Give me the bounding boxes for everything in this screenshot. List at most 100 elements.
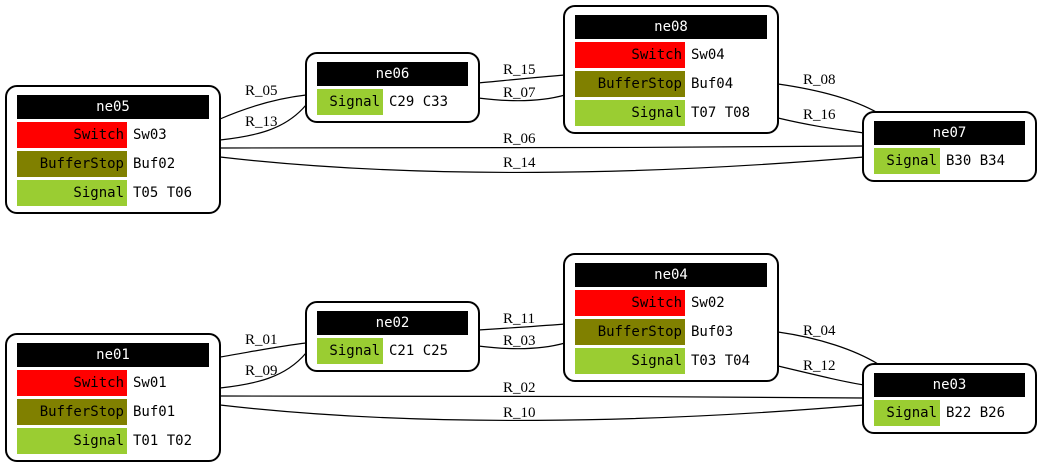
switch-tag: Switch: [575, 42, 685, 68]
edge-r_05[interactable]: R_05: [219, 83, 307, 120]
node-title: ne08: [575, 15, 767, 39]
edge-line: [219, 404, 865, 422]
row-value: Buf04: [691, 76, 734, 92]
bufferstop-tag: BufferStop: [17, 399, 127, 425]
edge-r_10[interactable]: R_10: [219, 404, 865, 422]
edge-line: [477, 342, 566, 350]
node-row: Switch Sw03: [17, 122, 209, 148]
edge-label: R_08: [803, 72, 836, 88]
signal-tag: Signal: [874, 400, 940, 426]
edge-r_03[interactable]: R_03: [477, 333, 566, 350]
edge-line: [477, 323, 566, 331]
edge-line: [219, 352, 307, 389]
edge-r_02[interactable]: R_02: [219, 380, 865, 399]
edge-line: [777, 365, 865, 386]
row-value: Sw03: [133, 127, 167, 143]
edge-label: R_01: [245, 332, 278, 348]
node-title: ne02: [317, 311, 468, 335]
signal-tag: Signal: [17, 428, 127, 454]
node-row: Signal C21 C25: [317, 338, 468, 364]
edge-label: R_04: [803, 323, 836, 339]
signal-tag: Signal: [874, 148, 940, 174]
edge-label: R_12: [803, 358, 836, 374]
switch-tag: Switch: [17, 370, 127, 396]
row-value: T07 T08: [691, 105, 751, 121]
edge-r_13[interactable]: R_13: [219, 104, 307, 141]
row-value: C21 C25: [389, 343, 449, 359]
edge-line: [219, 342, 307, 358]
edge-label: R_11: [503, 311, 535, 327]
edge-label: R_06: [503, 131, 536, 147]
edge-label: R_14: [503, 155, 536, 171]
edge-label: R_02: [503, 380, 536, 396]
edge-label: R_15: [503, 62, 536, 78]
row-value: Buf01: [133, 404, 176, 420]
edge-line: [219, 156, 865, 174]
edge-r_14[interactable]: R_14: [219, 155, 865, 174]
node-row: Switch Sw04: [575, 42, 767, 68]
row-value: T03 T04: [691, 353, 751, 369]
row-value: Buf02: [133, 156, 176, 172]
row-value: Buf03: [691, 324, 734, 340]
signal-tag: Signal: [575, 348, 685, 374]
node-title: ne05: [17, 95, 209, 119]
edge-line: [219, 94, 307, 120]
edge-r_12[interactable]: R_12: [777, 358, 865, 386]
signal-tag: Signal: [317, 338, 383, 364]
signal-tag: Signal: [17, 180, 127, 206]
edge-line: [777, 83, 879, 114]
node-row: Signal T01 T02: [17, 428, 209, 454]
row-value: Sw01: [133, 375, 167, 391]
edge-line: [219, 145, 865, 149]
row-value: Sw04: [691, 47, 725, 63]
bufferstop-tag: BufferStop: [575, 71, 685, 97]
edge-line: [777, 331, 879, 365]
edge-label: R_07: [503, 85, 536, 101]
edge-r_09[interactable]: R_09: [219, 352, 307, 389]
edge-r_08[interactable]: R_08: [777, 72, 879, 114]
bufferstop-tag: BufferStop: [17, 151, 127, 177]
row-value: B30 B34: [946, 153, 1006, 169]
edge-r_11[interactable]: R_11: [477, 311, 566, 331]
edge-r_06[interactable]: R_06: [219, 131, 865, 149]
switch-tag: Switch: [575, 290, 685, 316]
edge-line: [219, 395, 865, 399]
edge-label: R_09: [245, 363, 278, 379]
edge-label: R_03: [503, 333, 536, 349]
edge-r_07[interactable]: R_07: [477, 85, 566, 102]
node-title: ne06: [317, 62, 468, 86]
node-row: Signal B22 B26: [874, 400, 1025, 426]
edge-r_16[interactable]: R_16: [777, 107, 865, 134]
node-title: ne07: [874, 121, 1025, 145]
edge-r_01[interactable]: R_01: [219, 332, 307, 358]
node-title: ne04: [575, 263, 767, 287]
row-value: Sw02: [691, 295, 725, 311]
edge-label: R_05: [245, 83, 278, 99]
edge-label: R_13: [245, 114, 278, 130]
edge-line: [477, 94, 566, 102]
row-value: T01 T02: [133, 433, 193, 449]
signal-tag: Signal: [575, 100, 685, 126]
node-title: ne01: [17, 343, 209, 367]
switch-tag: Switch: [17, 122, 127, 148]
row-value: B22 B26: [946, 405, 1006, 421]
edge-r_04[interactable]: R_04: [777, 323, 879, 365]
node-row: Signal B30 B34: [874, 148, 1025, 174]
signal-tag: Signal: [317, 89, 383, 115]
node-row: Switch Sw01: [17, 370, 209, 396]
node-row: Signal T03 T04: [575, 348, 767, 374]
node-title: ne03: [874, 373, 1025, 397]
node-row: BufferStop Buf04: [575, 71, 767, 97]
bufferstop-tag: BufferStop: [575, 319, 685, 345]
edge-r_15[interactable]: R_15: [477, 62, 566, 84]
